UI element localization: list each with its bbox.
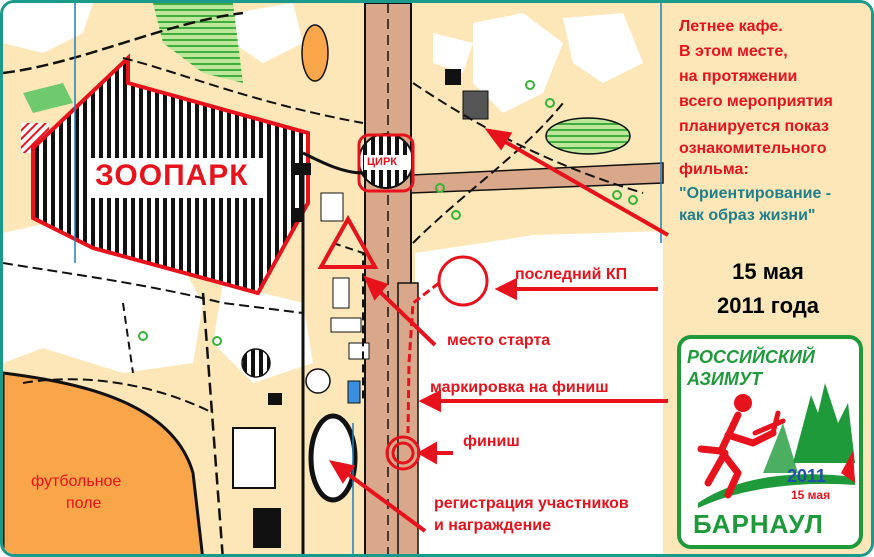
zoo-label-bg xyxy=(89,158,267,198)
runner-head-icon xyxy=(734,394,752,412)
cafe-line: ознакомительного xyxy=(679,140,827,157)
green-oval xyxy=(545,117,631,155)
cafe-line: В этом месте, xyxy=(679,43,788,60)
tree-icon xyxy=(763,423,798,473)
building xyxy=(445,69,461,85)
green-marks xyxy=(138,80,638,346)
logo xyxy=(677,335,863,549)
building xyxy=(348,342,370,360)
info-panel-area xyxy=(415,231,663,554)
path xyxy=(302,151,364,175)
arrowhead xyxy=(494,277,517,301)
arrowhead xyxy=(363,275,389,301)
building xyxy=(330,317,362,333)
circus-outline xyxy=(357,133,415,193)
callout-registration-1: регистрация участников xyxy=(434,495,629,512)
cafe-line: Летнее кафе. xyxy=(679,18,783,35)
cafe-line: на протяжении xyxy=(679,68,798,85)
finish-circle-inner xyxy=(391,441,415,465)
marked-route xyxy=(406,281,440,434)
start-triangle xyxy=(317,214,379,269)
round-structure xyxy=(305,368,331,394)
building xyxy=(293,208,303,222)
runner-arm-icon xyxy=(752,410,786,436)
logo-line-2: АЗИМУТ xyxy=(687,369,763,389)
path xyxy=(332,242,364,403)
tree-icon xyxy=(793,383,855,463)
last-control-circle xyxy=(437,255,489,307)
building xyxy=(332,277,350,309)
callout-last-cp: последний КП xyxy=(515,266,628,283)
white-area xyxy=(563,13,643,83)
path xyxy=(412,82,644,194)
blue-building xyxy=(347,380,361,404)
arrow-cafe xyxy=(494,134,669,237)
circus-label: ЦИРК xyxy=(367,156,397,168)
path xyxy=(122,57,364,124)
arrowhead xyxy=(418,389,441,413)
arrow-registration xyxy=(339,467,427,533)
film-title-line: как образ жизни" xyxy=(679,207,816,224)
white-area xyxy=(473,13,563,113)
building xyxy=(268,393,282,405)
date-line-2: 2011 года xyxy=(716,293,820,318)
running-track xyxy=(308,413,358,503)
callout-registration-2: и награждение xyxy=(434,517,551,534)
circus-label-bg xyxy=(364,155,408,170)
green-area xyxy=(23,83,73,113)
arrowhead xyxy=(484,128,513,151)
path xyxy=(22,378,214,414)
field-label-1: футбольное xyxy=(31,473,122,490)
path xyxy=(3,262,304,314)
callout-arrows xyxy=(328,128,669,533)
cafe-line: планируется показ xyxy=(679,118,829,135)
green-area xyxy=(153,3,243,83)
cafe-line: фильма: xyxy=(679,161,749,178)
date-line-1: 15 мая xyxy=(732,259,804,284)
zoo-label: ЗООПАРК xyxy=(95,159,249,192)
callout-marking: маркировка на финиш xyxy=(430,379,609,396)
white-area xyxy=(233,3,303,63)
football-field xyxy=(3,371,204,554)
callout-finish: финиш xyxy=(463,433,520,450)
logo-year: 2011 xyxy=(787,466,827,486)
logo-line-1: РОССИЙСКИЙ xyxy=(687,347,815,367)
white-area xyxy=(433,33,473,73)
arrowhead xyxy=(416,441,437,465)
orienteering-map xyxy=(3,3,871,554)
building xyxy=(232,427,276,489)
path xyxy=(412,102,564,244)
logo-swoosh xyxy=(698,474,855,508)
callout-start: место старта xyxy=(447,332,551,349)
round-structure xyxy=(241,348,271,378)
path xyxy=(201,292,224,554)
field-label-2: поле xyxy=(66,495,102,512)
logo-city: БАРНАУЛ xyxy=(693,509,824,539)
building xyxy=(462,90,489,120)
cafe-line: всего мероприятия xyxy=(679,93,833,110)
white-area xyxy=(213,283,313,383)
building xyxy=(253,508,281,548)
path xyxy=(3,11,244,75)
flag-icon xyxy=(841,451,855,483)
arrow-start xyxy=(373,285,437,347)
film-title-line: "Ориентирование - xyxy=(679,185,832,202)
path xyxy=(122,302,134,374)
logo-day: 15 мая xyxy=(791,488,831,502)
runner-icon xyxy=(697,411,777,499)
orange-oval xyxy=(301,24,329,82)
arrowhead xyxy=(328,460,356,484)
building xyxy=(320,192,344,222)
white-area xyxy=(3,3,93,53)
